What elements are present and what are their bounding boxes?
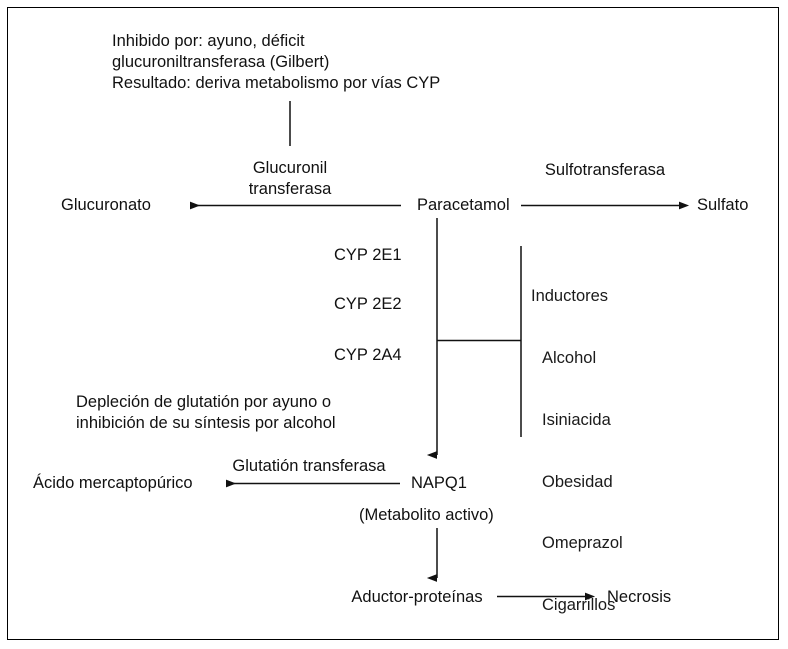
inductores-item-cigarrillos: Cigarrillos (542, 596, 616, 615)
inductores-item-obesidad: Obesidad (542, 472, 613, 491)
edge-label-glucuronil-transferasa: Glucuronil transferasa (248, 159, 332, 198)
edge-label-sulfotransferasa: Sulfotransferasa (544, 161, 666, 179)
inductores-heading: Inductores (531, 287, 609, 306)
inductores-list: Inductores Alcohol Isiniacida Obesidad O… (531, 245, 665, 649)
node-glucuronato: Glucuronato (61, 196, 151, 214)
note-inhibition: Inhibido por: ayuno, déficit glucuronilt… (112, 32, 441, 92)
node-acido-mercaptopurico: Ácido mercaptopúrico (33, 474, 193, 492)
label-cyp-2e1: CYP 2E1 (334, 246, 402, 264)
label-cyp-2e2: CYP 2E2 (334, 295, 402, 313)
label-cyp-2a4: CYP 2A4 (334, 346, 402, 364)
inductores-item-alcohol: Alcohol (542, 348, 597, 367)
note-glutathione-depletion: Depleción de glutatión por ayuno o inhib… (76, 393, 336, 432)
node-sulfato: Sulfato (697, 196, 749, 214)
node-napq1: NAPQ1 (411, 474, 467, 492)
inductores-item-omeprazol: Omeprazol (542, 534, 623, 553)
diagram-border (7, 7, 779, 640)
node-necrosis: Necrosis (607, 588, 672, 606)
edge-label-glutation-transferasa: Glutatión transferasa (232, 457, 386, 475)
node-aductor-proteinas: Aductor-proteínas (351, 588, 483, 606)
node-napq1-subtitle: (Metabolito activo) (359, 506, 494, 524)
inductores-item-isiniacida: Isiniacida (542, 410, 611, 429)
node-paracetamol: Paracetamol (417, 196, 510, 214)
